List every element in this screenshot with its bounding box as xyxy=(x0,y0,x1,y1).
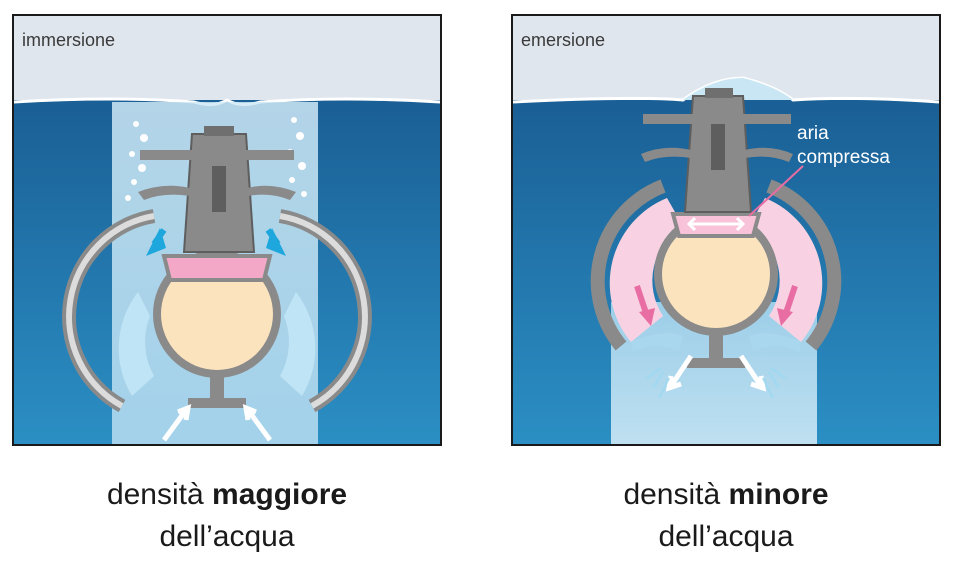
tower-window xyxy=(711,124,725,170)
air-tank xyxy=(161,254,273,282)
air-expansion-arrow xyxy=(686,216,746,232)
crew-compartment xyxy=(161,258,273,370)
compressed-air-label: aria compressa xyxy=(797,122,890,170)
emersion-diagram xyxy=(513,16,939,444)
keel-base xyxy=(188,398,246,408)
dive-planes xyxy=(643,114,791,124)
keel xyxy=(210,376,224,402)
caption-prefix: densità xyxy=(106,478,204,511)
water-outflow-arrows xyxy=(665,354,767,392)
air-label-line1: aria xyxy=(797,123,829,144)
outer-hull xyxy=(62,209,372,413)
splash-lines xyxy=(646,367,786,399)
immersion-panel: immersione xyxy=(12,14,442,446)
emersion-label: emersione xyxy=(521,30,606,50)
tower-window xyxy=(212,166,226,212)
keel xyxy=(709,334,723,362)
outer-hull xyxy=(590,179,842,352)
left-fin xyxy=(138,185,190,200)
water-inflow-arrows xyxy=(146,228,286,256)
caption-prefix: densità xyxy=(623,478,721,511)
water-surface xyxy=(14,97,440,107)
caption-bold: minore xyxy=(728,478,829,511)
emersion-caption-line1: densità minore xyxy=(511,474,941,516)
emersion-panel: emersione aria compressa xyxy=(511,14,941,446)
tower-top xyxy=(705,88,733,98)
sky xyxy=(14,16,440,102)
air-outflow-arrows xyxy=(634,285,798,326)
left-fin xyxy=(641,147,691,162)
keel-base xyxy=(687,358,745,368)
immersion-diagram xyxy=(14,16,440,444)
tower-top xyxy=(204,126,234,136)
air-label-line2: compressa xyxy=(797,147,890,168)
right-fin xyxy=(745,147,793,162)
caption-bold: maggiore xyxy=(212,478,348,511)
bottom-inflow-arrows xyxy=(161,404,273,442)
right-fin xyxy=(248,185,296,200)
immersion-label: immersione xyxy=(22,30,116,50)
crew-compartment xyxy=(662,220,770,328)
air-label-pointer xyxy=(748,165,804,217)
caption-suffix: dell’acqua xyxy=(159,520,295,553)
immersion-caption: densità maggiore dell’acqua xyxy=(12,474,442,558)
immersion-caption-line1: densità maggiore xyxy=(12,474,442,516)
emersion-caption: densità minore dell’acqua xyxy=(511,474,941,558)
caption-suffix: dell’acqua xyxy=(658,520,794,553)
dive-planes xyxy=(140,150,294,160)
